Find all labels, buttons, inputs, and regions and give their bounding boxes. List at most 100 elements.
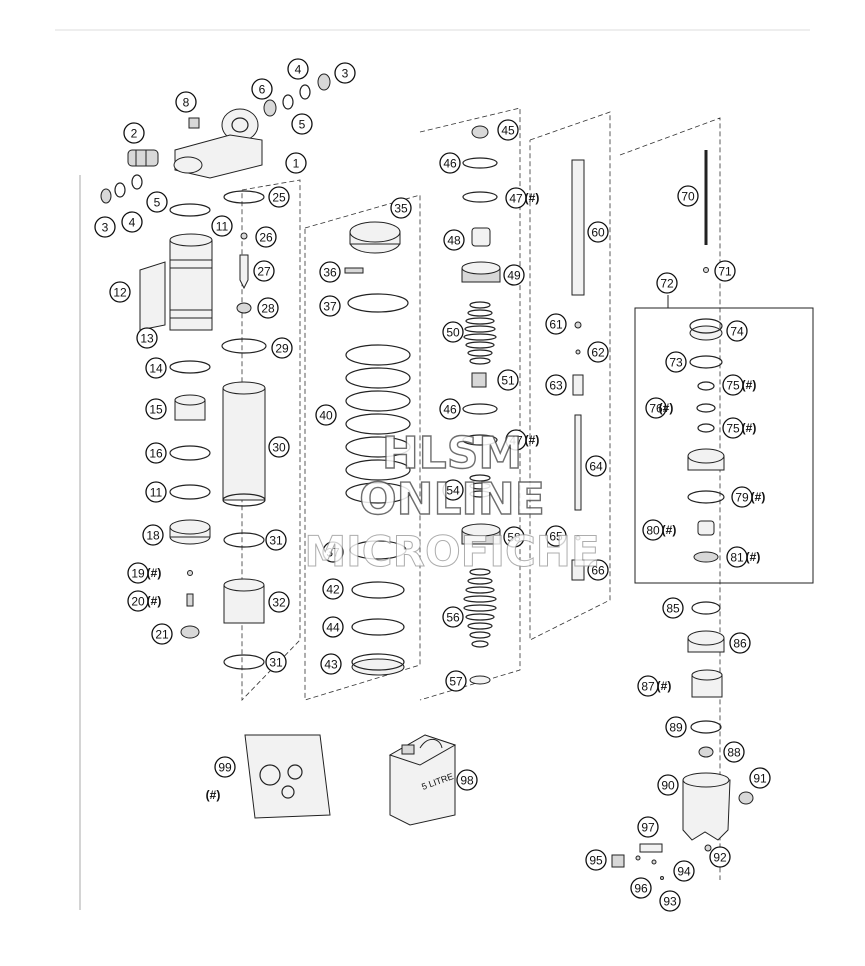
callout-73: 73 <box>665 351 687 373</box>
callout-number: 11 <box>150 486 163 500</box>
part-26-ball <box>240 232 248 240</box>
callout-37: 37 <box>322 541 344 563</box>
part-25-ring <box>223 190 265 204</box>
callout-35: 35 <box>390 197 412 219</box>
callout-circle <box>322 541 344 563</box>
callout-4: 4 <box>121 211 143 233</box>
callout-circle <box>445 670 467 692</box>
hash-marker: (#) <box>742 378 757 392</box>
part-94-spring <box>651 859 657 865</box>
callout-number: 19 <box>131 567 145 581</box>
callout-19: 19(#) <box>127 562 161 584</box>
callout-number: 35 <box>394 202 408 216</box>
part-75-oring-top <box>697 381 715 391</box>
part-19-ball <box>187 570 193 576</box>
callout-number: 80 <box>646 524 660 538</box>
hash-marker: (#) <box>751 490 766 504</box>
part-90-clevis <box>682 772 731 841</box>
callout-95: 95 <box>585 849 607 871</box>
callout-circle <box>665 351 687 373</box>
part-30-damper-body <box>222 381 266 507</box>
callout-number: 8 <box>183 96 190 110</box>
callout-15: 15 <box>145 398 167 420</box>
part-63-sleeve <box>572 374 584 396</box>
callout-number: 4 <box>129 216 136 230</box>
callout-44: 44 <box>322 616 344 638</box>
callout-circle <box>503 526 525 548</box>
callout-circle <box>645 397 667 419</box>
part-27-needle <box>239 254 249 290</box>
callout-number: 73 <box>669 356 683 370</box>
callout-number: 37 <box>326 546 340 560</box>
callout-85: 85 <box>662 597 684 619</box>
callout-circle <box>587 221 609 243</box>
callout-number: 5 <box>299 118 306 132</box>
part-47-ring-top <box>462 191 498 203</box>
callout-92: 92 <box>709 846 731 868</box>
callout-circle <box>656 272 678 294</box>
callout-circle <box>637 816 659 838</box>
callout-number: 1 <box>293 157 300 171</box>
part-49-piston <box>461 261 501 283</box>
callout-11: 11 <box>145 481 167 503</box>
callout-56: 56 <box>442 606 464 628</box>
callout-circle <box>443 229 465 251</box>
callout-97: 97 <box>637 816 659 838</box>
callout-2: 2 <box>123 122 145 144</box>
part-58-piston <box>461 523 501 545</box>
callout-circle <box>175 91 197 113</box>
callout-number: 86 <box>733 637 747 651</box>
callout-43: 43 <box>320 653 342 675</box>
callout-circle <box>585 849 607 871</box>
callout-circle <box>677 185 699 207</box>
callout-31: 31 <box>265 651 287 673</box>
part-46-ring-bottom <box>462 403 498 415</box>
callout-circle <box>268 436 290 458</box>
callout-number: 93 <box>663 895 677 909</box>
part-60-piston-rod <box>571 159 585 296</box>
part-75-oring-bottom <box>697 423 715 433</box>
callout-66: 66 <box>587 559 609 581</box>
part-29-ring <box>221 338 267 354</box>
shock-head-eyelet <box>173 108 263 179</box>
callout-circle <box>109 281 131 303</box>
callout-circle <box>322 616 344 638</box>
part-85-circlip <box>691 601 721 615</box>
callout-number: 87 <box>641 680 655 694</box>
part-15-piston <box>174 394 206 421</box>
callout-29: 29 <box>271 337 293 359</box>
part-81-washer <box>693 551 719 563</box>
callout-circle <box>442 479 464 501</box>
callout-circle <box>505 187 527 209</box>
callout-58: 58 <box>503 526 525 548</box>
part-5-left <box>131 174 143 190</box>
callout-80: 80(#) <box>642 519 676 541</box>
callout-28: 28 <box>257 297 279 319</box>
callout-62: 62 <box>587 341 609 363</box>
callout-circle <box>729 632 751 654</box>
part-37-ring-bottom <box>349 540 407 560</box>
part-87-body <box>691 669 723 698</box>
callout-number: 51 <box>501 374 515 388</box>
callout-number: 74 <box>730 325 744 339</box>
part-51-spacer <box>471 372 487 388</box>
hash-marker: (#) <box>657 679 672 693</box>
callout-circle <box>257 297 279 319</box>
callout-number: 20 <box>131 595 145 609</box>
callout-circle <box>723 741 745 763</box>
callout-circle <box>142 524 164 546</box>
callout-76: 76(#) <box>645 397 673 419</box>
callout-circle <box>145 398 167 420</box>
callout-circle <box>253 260 275 282</box>
watermark-line-2: ONLINE <box>359 474 545 525</box>
callout-circle <box>545 525 567 547</box>
callout-circle <box>268 186 290 208</box>
callout-circle <box>145 357 167 379</box>
part-31-oring-top <box>223 532 265 548</box>
part-47-ring-bottom <box>462 434 498 446</box>
callout-25: 25 <box>268 186 290 208</box>
callout-number: 57 <box>449 675 463 689</box>
callout-number: 49 <box>507 269 521 283</box>
part-95-knob <box>611 854 625 868</box>
